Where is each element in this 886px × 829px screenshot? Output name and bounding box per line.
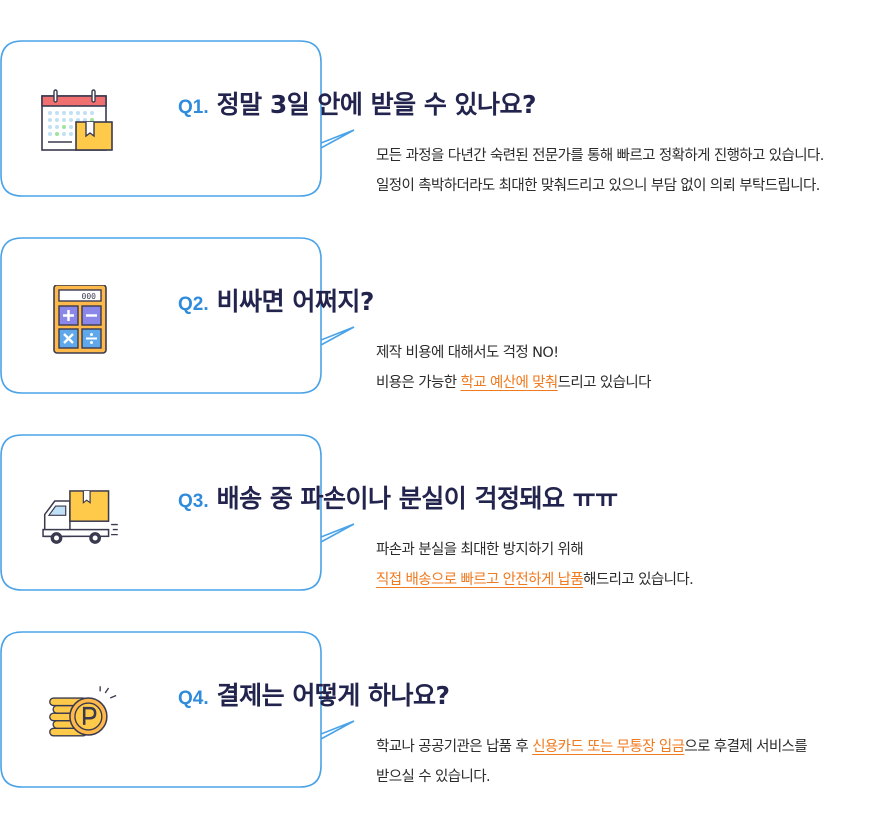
faq-item-2: 000 Q2. 비싸면 어쩌지? 제작 비용에 대해서도 걱정 NO! 비용은 가… [0,237,886,397]
answer-line: 비용은 가능한 학교 예산에 맞춰드리고 있습니다 [376,368,886,398]
question-4: Q4. 결제는 어떻게 하나요? [178,676,450,712]
speech-bubble [0,631,355,788]
delivery-truck-icon [42,490,118,544]
question-3: Q3. 배송 중 파손이나 분실이 걱정돼요 ㅠㅠ [178,479,618,515]
answer-line: 학교나 공공기관은 납품 후 신용카드 또는 무통장 입금으로 후결제 서비스를 [376,732,886,762]
faq-item-4: Q4. 결제는 어떻게 하나요? 학교나 공공기관은 납품 후 신용카드 또는 무… [0,631,886,791]
question-text: 정말 3일 안에 받을 수 있나요? [216,90,537,119]
calculator-icon: 000 [53,285,107,354]
speech-bubble [0,40,355,197]
question-text: 결제는 어떻게 하나요? [216,681,450,710]
answer-line: 파손과 분실을 최대한 방지하기 위해 [376,542,584,558]
answer-highlight: 학교 예산에 맞춰 [460,375,558,391]
faq-item-3: Q3. 배송 중 파손이나 분실이 걱정돼요 ㅠㅠ 파손과 분실을 최대한 방지하… [0,434,886,594]
answer-highlight: 직접 배송으로 빠르고 안전하게 납품 [376,572,584,588]
question-text: 배송 중 파손이나 분실이 걱정돼요 ㅠㅠ [216,484,619,513]
answer-text: 해드리고 있습니다. [583,572,694,588]
question-1: Q1. 정말 3일 안에 받을 수 있나요? [178,85,537,121]
answer-line: 모든 과정을 다년간 숙련된 전문가를 통해 빠르고 정확하게 진행하고 있습니… [376,148,824,164]
answer-text: 학교나 공공기관은 납품 후 [376,739,533,755]
speech-bubble [0,237,355,394]
question-number: Q1. [178,97,209,118]
question-number: Q4. [178,688,209,709]
answer-text: 비용은 가능한 [376,375,461,391]
answer-text: 드리고 있습니다 [557,375,652,391]
question-number: Q3. [178,491,209,512]
question-number: Q2. [178,294,209,315]
answer-line: 제작 비용에 대해서도 걱정 NO! [376,345,559,361]
answer-3: 파손과 분실을 최대한 방지하기 위해 직접 배송으로 빠르고 안전하게 납품해… [376,535,886,595]
answer-line: 직접 배송으로 빠르고 안전하게 납품해드리고 있습니다. [376,565,886,595]
answer-4: 학교나 공공기관은 납품 후 신용카드 또는 무통장 입금으로 후결제 서비스를… [376,732,886,792]
faq-item-1: Q1. 정말 3일 안에 받을 수 있나요? 모든 과정을 다년간 숙련된 전문가… [0,40,886,200]
question-2: Q2. 비싸면 어쩌지? [178,282,374,318]
svg-text:000: 000 [82,292,97,301]
answer-line: 일정이 촉박하더라도 최대한 맞춰드리고 있으니 부담 없이 의뢰 부탁드립니다… [376,178,820,194]
answer-2: 제작 비용에 대해서도 걱정 NO! 비용은 가능한 학교 예산에 맞춰드리고 … [376,338,886,398]
speech-bubble [0,434,355,591]
question-text: 비싸면 어쩌지? [216,287,375,316]
answer-line: 받으실 수 있습니다. [376,769,491,785]
answer-1: 모든 과정을 다년간 숙련된 전문가를 통해 빠르고 정확하게 진행하고 있습니… [376,141,886,201]
answer-text: 으로 후결제 서비스를 [684,739,808,755]
answer-highlight: 신용카드 또는 무통장 입금 [532,739,685,755]
coin-stack-icon [49,686,117,737]
calendar-icon [41,89,113,151]
